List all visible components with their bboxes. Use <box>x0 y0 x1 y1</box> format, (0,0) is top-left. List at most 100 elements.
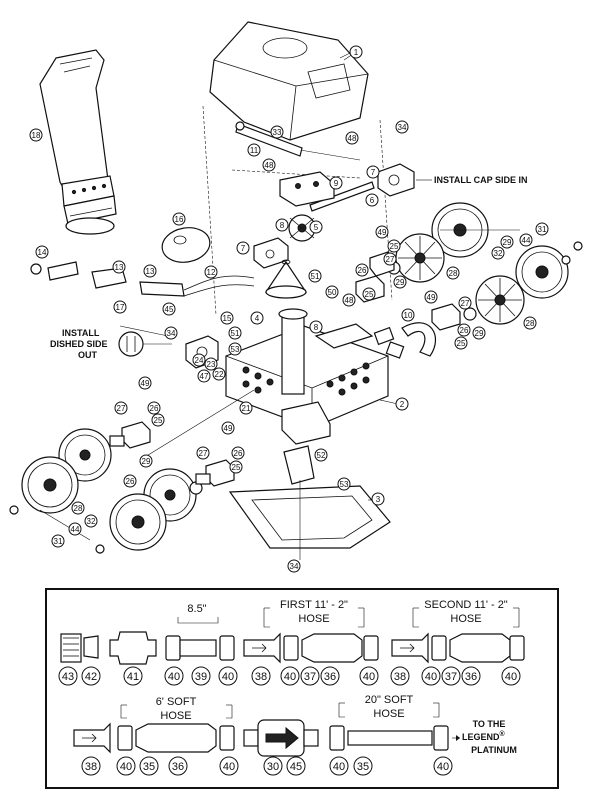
svg-text:18: 18 <box>32 131 41 140</box>
svg-text:25: 25 <box>154 416 163 425</box>
svg-text:29: 29 <box>475 329 484 338</box>
svg-text:3: 3 <box>376 495 381 504</box>
part-bubble: 51 <box>228 326 242 340</box>
part-bubble: 23 <box>204 357 218 371</box>
part-bubble: 27 <box>196 446 210 460</box>
svg-text:25: 25 <box>232 463 241 472</box>
row2-parts <box>73 719 460 757</box>
svg-text:32: 32 <box>494 249 503 258</box>
hose-legend-box: 8.5" FIRST 11' - 2" HOSE SECOND 11' - 2"… <box>45 588 559 789</box>
svg-text:44: 44 <box>522 236 531 245</box>
part-bubble: 5 <box>309 220 323 234</box>
legend-bubble: 40 <box>218 666 238 686</box>
second-hose-label-line2: HOSE <box>450 613 481 625</box>
svg-text:27: 27 <box>386 255 395 264</box>
part-bubble: 47 <box>197 369 211 383</box>
part-bubble: 29 <box>393 275 407 289</box>
part-bubble: 50 <box>325 285 339 299</box>
part-bubble: 45 <box>162 302 176 316</box>
part-bubble: 18 <box>29 128 43 142</box>
sweep-hose-part <box>373 322 437 359</box>
plate-part <box>314 323 374 349</box>
svg-text:40: 40 <box>222 671 234 683</box>
legend-bubble: 38 <box>390 666 410 686</box>
part-bubble: 15 <box>220 311 234 325</box>
legend-bubble: 40 <box>359 666 379 686</box>
svg-text:45: 45 <box>290 761 302 773</box>
svg-text:40: 40 <box>223 761 235 773</box>
length-label: 8.5" <box>187 603 206 615</box>
part-bubble: 27 <box>458 296 472 310</box>
svg-text:26: 26 <box>126 477 135 486</box>
part-bubble: 12 <box>204 265 218 279</box>
svg-text:48: 48 <box>345 296 354 305</box>
part-bubble: 25 <box>229 460 243 474</box>
part-bubble: 17 <box>113 300 127 314</box>
legend-bubble: 40 <box>421 666 441 686</box>
row1-parts <box>60 631 525 665</box>
svg-text:29: 29 <box>142 457 151 466</box>
part-bubble: 34 <box>395 120 409 134</box>
part-bubble: 11 <box>247 143 261 157</box>
part-bubble: 10 <box>401 308 415 322</box>
svg-text:40: 40 <box>333 761 345 773</box>
right-upper-wheels <box>387 202 583 325</box>
part-bubble: 29 <box>139 454 153 468</box>
twenty-inch-hose-label-line1: 20" SOFT <box>365 694 414 706</box>
part-number-bubbles: 1 2 3 4 5 6 7 7 8 8 9 10 11 12 13 13 14 … <box>29 45 549 573</box>
svg-text:40: 40 <box>168 671 180 683</box>
svg-text:45: 45 <box>165 305 174 314</box>
svg-text:25: 25 <box>365 290 374 299</box>
svg-text:31: 31 <box>54 537 63 546</box>
part-bubble: 26 <box>147 401 161 415</box>
svg-text:40: 40 <box>425 671 437 683</box>
cap-bracket-part <box>377 163 432 197</box>
part-bubble: 49 <box>375 225 389 239</box>
part-bubble: 31 <box>535 222 549 236</box>
svg-text:23: 23 <box>207 360 216 369</box>
six-foot-hose-label-line2: HOSE <box>160 710 191 722</box>
row1-number-bubbles: 43 42 41 40 39 40 38 40 37 36 40 38 40 3… <box>58 666 521 686</box>
svg-text:38: 38 <box>255 671 267 683</box>
svg-text:39: 39 <box>195 671 207 683</box>
part-bubble: 25 <box>454 336 468 350</box>
dished-side-detail <box>118 331 172 357</box>
part-bubble: 26 <box>231 446 245 460</box>
part-bubble: 3 <box>371 492 385 506</box>
svg-text:8: 8 <box>280 221 285 230</box>
svg-text:34: 34 <box>290 562 299 571</box>
svg-text:6: 6 <box>370 196 375 205</box>
svg-text:48: 48 <box>265 161 274 170</box>
turbine-cone-part <box>264 259 308 299</box>
svg-text:38: 38 <box>394 671 406 683</box>
legend-bubble: 40 <box>501 666 521 686</box>
svg-text:25: 25 <box>390 242 399 251</box>
part-bubble: 24 <box>192 353 206 367</box>
svg-text:26: 26 <box>150 404 159 413</box>
svg-text:40: 40 <box>120 761 132 773</box>
upper-block-part <box>279 171 335 207</box>
svg-text:25: 25 <box>457 339 466 348</box>
svg-text:12: 12 <box>207 268 216 277</box>
svg-text:41: 41 <box>127 671 139 683</box>
part-bubble: 49 <box>221 421 235 435</box>
install-cap-note: INSTALL CAP SIDE IN <box>434 175 528 185</box>
svg-text:40: 40 <box>284 671 296 683</box>
svg-text:27: 27 <box>117 404 126 413</box>
svg-text:1: 1 <box>354 48 359 57</box>
svg-text:29: 29 <box>396 278 405 287</box>
destination-line3: PLATINUM <box>471 745 517 755</box>
part-bubble: 28 <box>446 266 460 280</box>
legend-bubble: 38 <box>81 756 101 776</box>
part-bubble: 33 <box>270 125 284 139</box>
part-bubble: 32 <box>491 246 505 260</box>
part-bubble: 28 <box>71 501 85 515</box>
part-bubble: 48 <box>342 293 356 307</box>
part-bubble: 49 <box>424 290 438 304</box>
svg-text:2: 2 <box>400 400 405 409</box>
part-bubble: 13 <box>143 264 157 278</box>
svg-text:34: 34 <box>167 329 176 338</box>
part-bubble: 48 <box>345 131 359 145</box>
svg-text:37: 37 <box>445 671 457 683</box>
legend-bubble: 36 <box>461 666 481 686</box>
